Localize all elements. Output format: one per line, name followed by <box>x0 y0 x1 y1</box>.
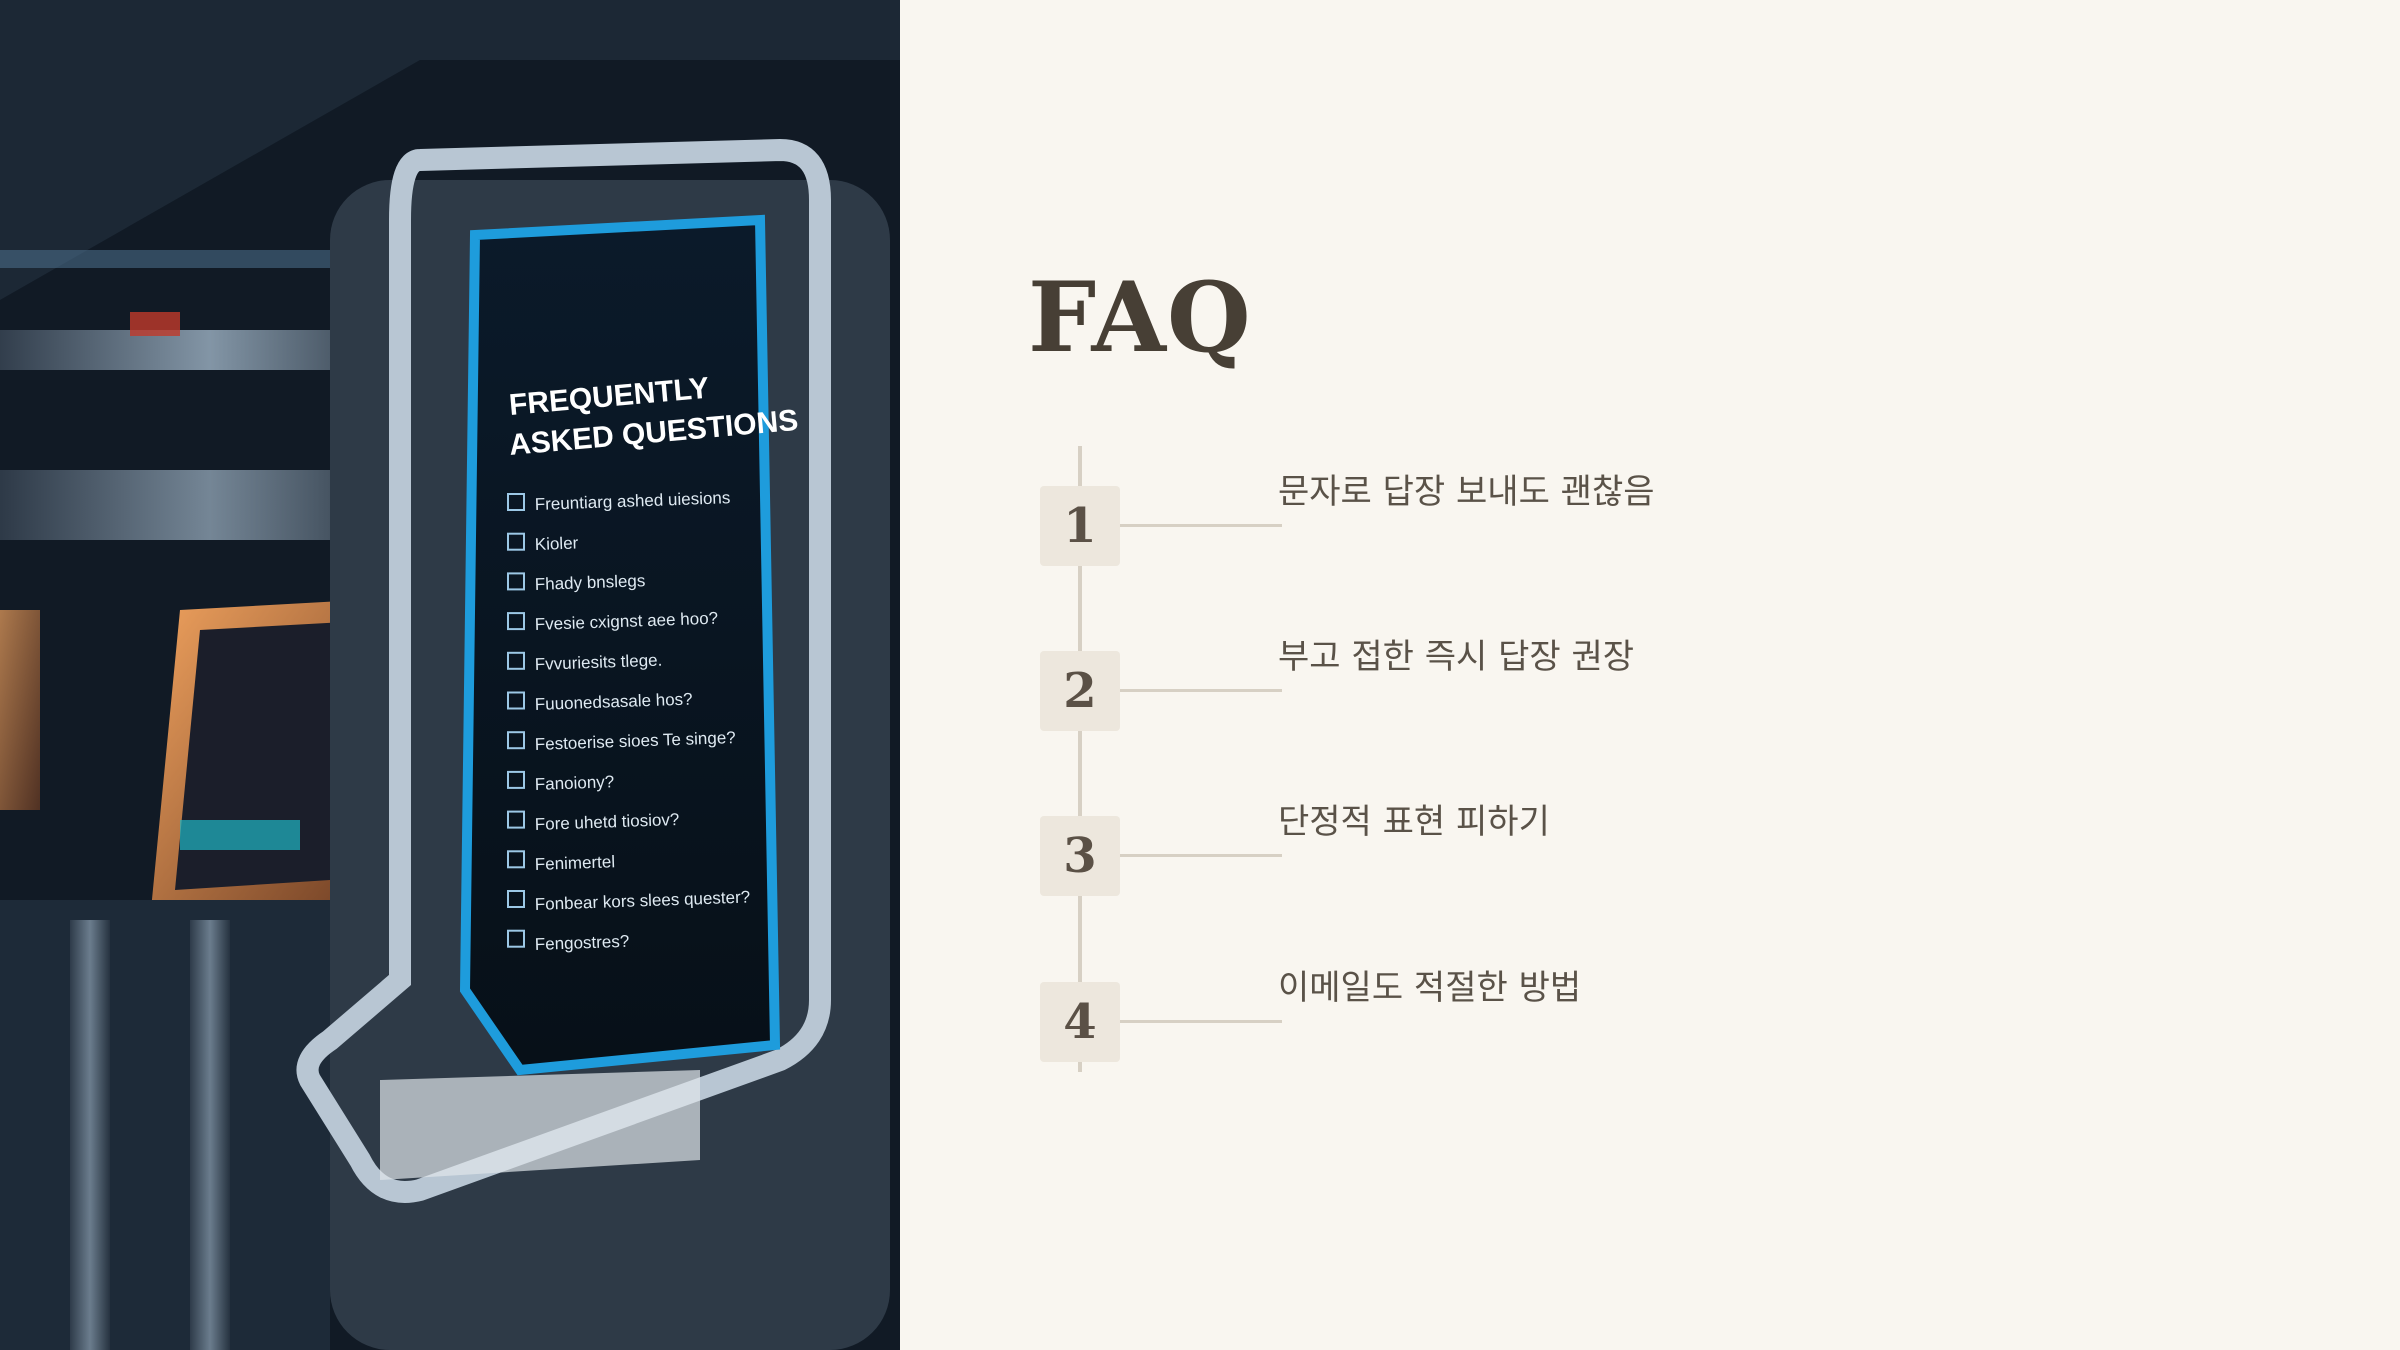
content-panel <box>900 0 2368 1350</box>
sign-item-text: Fengostres? <box>534 932 629 954</box>
hero-image: FREQUENTLY ASKED QUESTIONS Freuntiarg as… <box>0 0 900 1350</box>
faq-item-text: 부고 접한 즉시 답장 권장 <box>1278 637 1635 677</box>
timeline-line <box>1078 446 1082 1072</box>
sign-item-text: Fhady bnslegs <box>534 571 645 594</box>
sign-checkbox-icon <box>507 572 525 591</box>
sign-checkbox-icon <box>507 731 525 750</box>
sign-checkbox-icon <box>507 890 525 908</box>
sign-checkbox-icon <box>507 850 525 869</box>
faq-connector-line <box>1120 1020 1282 1023</box>
faq-number-badge: 1 <box>1040 486 1120 566</box>
page-title: FAQ <box>1028 261 1252 374</box>
faq-connector-line <box>1120 689 1282 692</box>
faq-item-text: 단정적 표현 피하기 <box>1278 802 1550 842</box>
faq-number-badge: 2 <box>1040 651 1120 731</box>
sign-checkbox-icon <box>507 612 525 631</box>
sign-item-text: Kioler <box>534 533 578 554</box>
sign-checkbox-icon <box>507 929 525 948</box>
kiosk-illustration: FREQUENTLY ASKED QUESTIONS Freuntiarg as… <box>0 0 900 1350</box>
sign-checkbox-icon <box>507 532 525 551</box>
faq-item: 4 이메일도 적절한 방법 <box>1040 968 1740 1062</box>
faq-item: 3 단정적 표현 피하기 <box>1040 802 1740 896</box>
sign-checkbox-icon <box>507 810 525 829</box>
faq-item: 1 문자로 답장 보내도 괜찮음 <box>1040 472 1740 566</box>
faq-item-text: 이메일도 적절한 방법 <box>1278 968 1582 1008</box>
faq-number-badge: 3 <box>1040 816 1120 896</box>
sign-item-text: Fenimertel <box>534 852 615 874</box>
faq-item-text: 문자로 답장 보내도 괜찮음 <box>1278 472 1655 512</box>
sign-checkbox-icon <box>507 651 525 670</box>
faq-number-badge: 4 <box>1040 982 1120 1062</box>
faq-item: 2 부고 접한 즉시 답장 권장 <box>1040 637 1740 731</box>
sign-checkbox-icon <box>507 493 525 511</box>
sign-item-text: Fvvuriesits tlege. <box>534 651 662 674</box>
faq-connector-line <box>1120 854 1282 857</box>
sign-checkbox-icon <box>507 691 525 710</box>
sign-checkbox-icon <box>507 770 525 789</box>
sign-item-text: Fanoiony? <box>534 772 614 794</box>
faq-connector-line <box>1120 524 1282 527</box>
